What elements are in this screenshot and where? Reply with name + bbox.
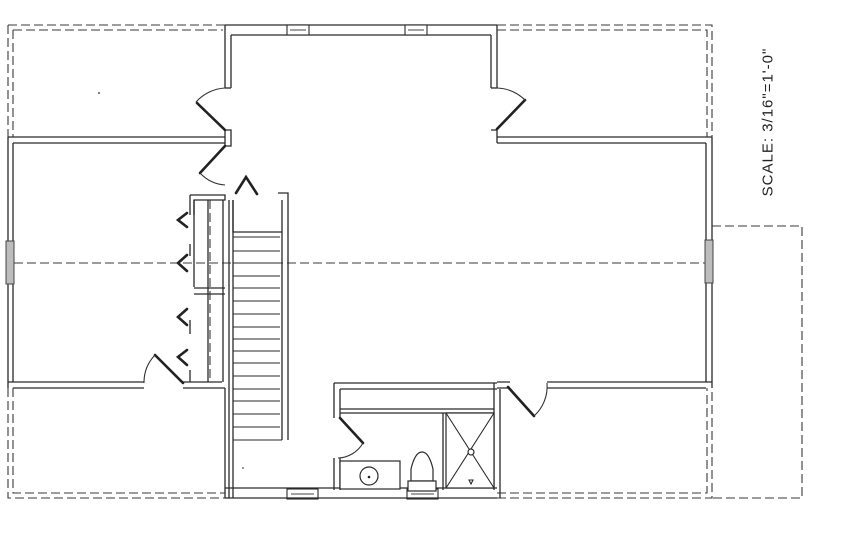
door-upper-left	[195, 101, 227, 132]
bifold-4	[175, 348, 189, 367]
window-left	[5, 240, 15, 285]
door-stair-closet	[234, 174, 259, 196]
window-right	[704, 239, 714, 284]
central-hall-walls	[224, 24, 498, 147]
bifold-3	[176, 307, 189, 327]
doors	[143, 87, 548, 459]
toilet-icon	[410, 451, 434, 482]
eave-outlines	[7, 24, 803, 499]
bathroom	[225, 382, 501, 499]
door-bathroom	[338, 416, 365, 445]
door-lower-right	[506, 385, 536, 418]
bifold-1	[175, 211, 189, 229]
windows	[5, 24, 714, 500]
closets	[175, 194, 226, 382]
stair-treads	[233, 236, 282, 441]
stair	[224, 192, 289, 498]
door-left-bedroom	[198, 144, 227, 175]
door-lower-left	[153, 353, 185, 385]
door-upper-right	[495, 98, 527, 131]
scale-label: SCALE: 3/16"=1'-0"	[759, 47, 777, 197]
bifold-2	[176, 253, 189, 273]
